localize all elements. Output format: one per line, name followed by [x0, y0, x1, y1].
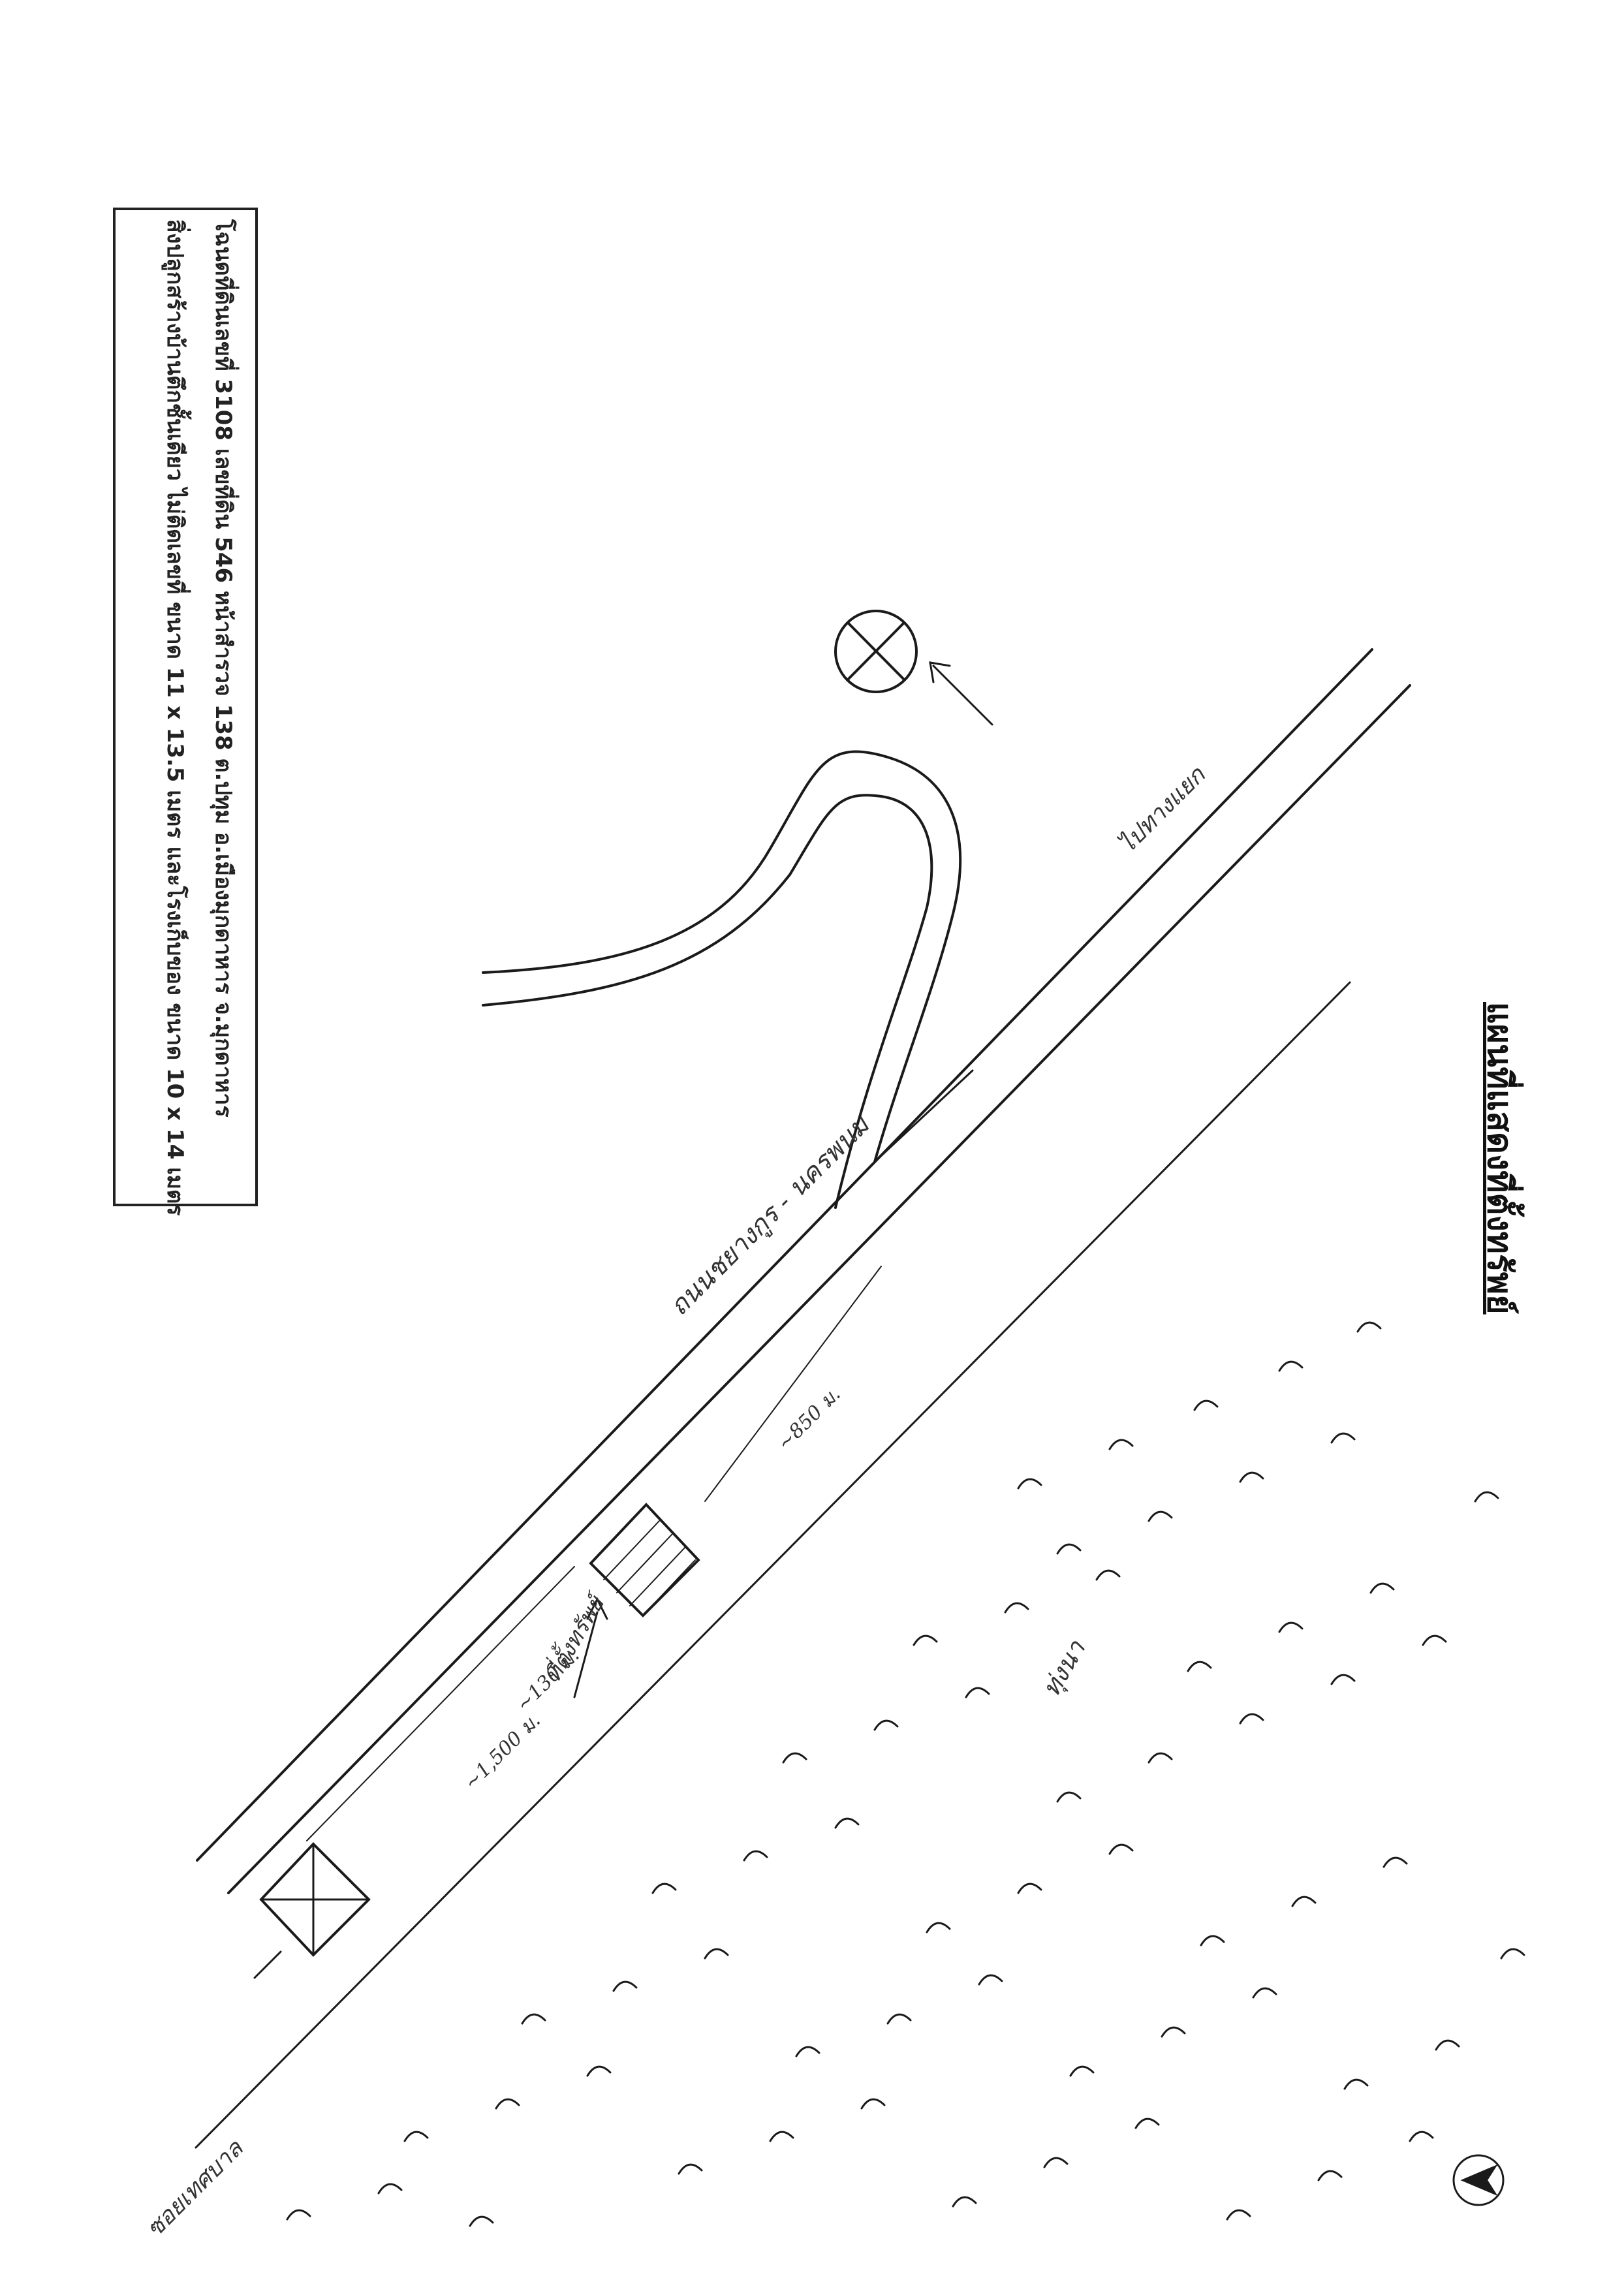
dimension-line-2 [704, 1266, 882, 1502]
circle-cross-icon [834, 610, 918, 693]
north-arrow-icon [1452, 2154, 1505, 2206]
field-marks [286, 1321, 1525, 2227]
side-road-outer [482, 750, 962, 1163]
property-marker [589, 1503, 700, 1618]
landmark-arrow [932, 664, 993, 726]
caption-box [113, 208, 258, 1206]
field-edge-line [195, 981, 1351, 2149]
dimension-line-1 [306, 1566, 575, 1841]
side-road-inner [482, 794, 933, 1209]
main-road-edge-2 [227, 684, 1411, 1894]
property-arrow [573, 1611, 599, 1698]
main-road-edge-1 [196, 648, 1373, 1862]
reference-arrow [253, 1950, 282, 1979]
side-road-join [873, 1069, 974, 1163]
